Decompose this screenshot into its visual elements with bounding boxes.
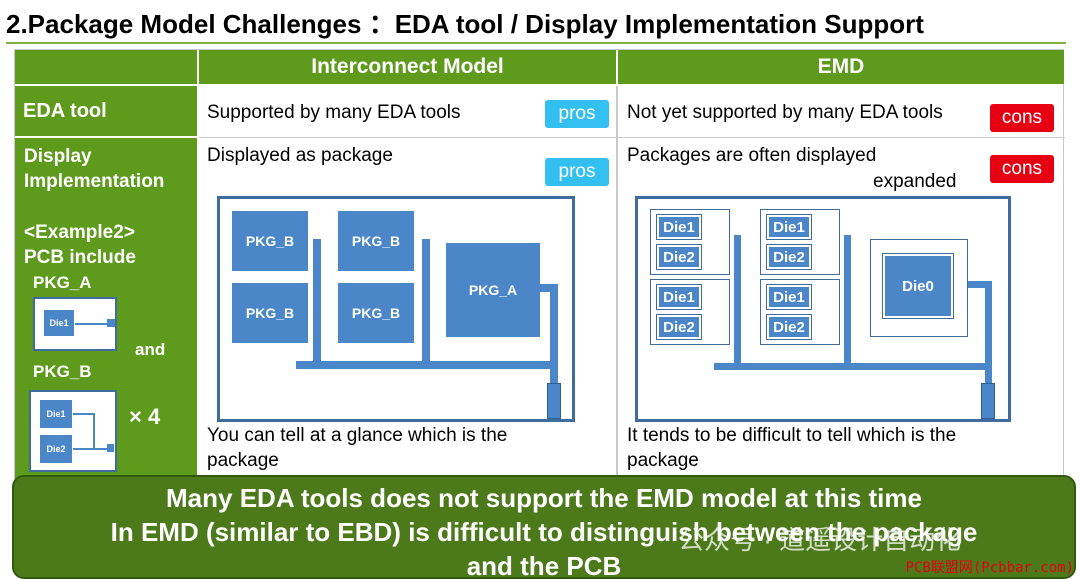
interconnect-pkga-trace <box>525 284 558 292</box>
display-emd-text-line2: expanded <box>873 171 957 192</box>
example-pkg-a-die: Die1 <box>43 309 75 337</box>
emd-die2: Die2 <box>656 314 702 340</box>
emd-die2: Die2 <box>656 244 702 270</box>
example-pkg-b-trace2 <box>73 448 109 450</box>
example-pkg-b-trace3 <box>93 413 95 450</box>
row-label-eda-tool: EDA tool <box>15 86 197 136</box>
example-pkg-b-diagram: Die1 Die2 <box>29 390 117 472</box>
summary-line3: and the PCB <box>466 551 622 579</box>
example-subheading: PCB include <box>24 247 136 268</box>
eda-interconnect-text: Supported by many EDA tools <box>207 102 461 123</box>
row-label-display-line2: Implementation <box>24 171 165 192</box>
emd-bus-vertical-2 <box>844 235 851 365</box>
emd-bus-horizontal <box>714 363 992 370</box>
interconnect-pkg-b-3: PKG_B <box>338 211 414 271</box>
example-pkg-b-label: PKG_B <box>33 362 92 381</box>
emd-pkg-frame-1: Die1 Die2 <box>650 209 730 275</box>
interconnect-diagram: PKG_B PKG_B PKG_B PKG_B PKG_A <box>217 196 575 422</box>
example-pkg-a-label: PKG_A <box>33 273 92 292</box>
summary-banner: Many EDA tools does not support the EMD … <box>12 475 1076 579</box>
emd-die2: Die2 <box>766 244 812 270</box>
header-corner <box>15 50 197 84</box>
interconnect-bus-vertical-1 <box>313 239 321 361</box>
example-pkg-a-diagram: Die1 <box>33 297 117 351</box>
interconnect-bus-vertical-2 <box>422 239 430 361</box>
row-label-display-line1: Display <box>24 146 92 167</box>
emd-die0-trace-down <box>985 281 992 383</box>
emd-die0-trace <box>948 281 992 288</box>
display-emd-caption-line2: package <box>627 450 699 471</box>
eda-emd-cons-badge: cons <box>990 104 1054 132</box>
emd-pkg-frame-2: Die1 Die2 <box>650 279 730 345</box>
display-interconnect-pros-badge: pros <box>545 158 609 186</box>
emd-bus-vertical-1 <box>734 235 741 365</box>
display-interconnect-caption-line2: package <box>207 450 279 471</box>
display-interconnect-text: Displayed as package <box>207 145 393 166</box>
emd-diagram: Die1 Die2 Die1 Die2 Die1 Die2 Die1 Die2 … <box>635 196 1011 422</box>
interconnect-connector <box>547 383 561 419</box>
example-pkg-a-connector <box>107 319 115 327</box>
watermark-text: 公众号 · 道遥设计自动化 <box>678 525 962 555</box>
example-pkg-b-connector <box>107 444 114 452</box>
emd-die1: Die1 <box>766 214 812 240</box>
watermark-site: PCB联盟网(Pcbbar.com) <box>905 560 1074 576</box>
emd-connector <box>981 383 995 419</box>
emd-die0: Die0 <box>882 253 954 319</box>
interconnect-pkg-a: PKG_A <box>446 243 540 337</box>
eda-emd-text: Not yet supported by many EDA tools <box>627 102 943 123</box>
example-pkg-b-trace1 <box>73 413 93 415</box>
title-rule <box>6 42 1066 44</box>
emd-die2: Die2 <box>766 314 812 340</box>
summary-line2: In EMD (similar to EBD) is difficult to … <box>110 517 978 547</box>
display-emd-cons-badge: cons <box>990 155 1054 183</box>
example-times-four: × 4 <box>129 404 161 429</box>
interconnect-pkg-b-1: PKG_B <box>232 211 308 271</box>
summary-line1: Many EDA tools does not support the EMD … <box>166 483 922 513</box>
emd-pkg-frame-3: Die1 Die2 <box>760 209 840 275</box>
eda-interconnect-pros-badge: pros <box>545 100 609 128</box>
interconnect-pkg-b-2: PKG_B <box>232 283 308 343</box>
row-divider <box>199 137 1065 138</box>
comparison-table: Interconnect Model EMD EDA tool Supporte… <box>14 49 1065 490</box>
example-heading: <Example2> <box>24 222 135 243</box>
example-and: and <box>135 340 166 359</box>
slide-title: 2.Package Model Challenges ：EDA tool / D… <box>6 9 924 39</box>
emd-pkg-frame-4: Die1 Die2 <box>760 279 840 345</box>
header-emd: EMD <box>618 50 1064 84</box>
header-interconnect-model: Interconnect Model <box>199 50 616 84</box>
display-emd-text-line1: Packages are often displayed <box>627 145 877 166</box>
example-pkg-b-die1: Die1 <box>39 399 73 429</box>
example-pkg-b-die2: Die2 <box>39 434 73 464</box>
example-pkg-a-trace <box>75 323 109 325</box>
emd-pkg-a-frame: Die0 <box>870 239 968 337</box>
interconnect-pkga-trace-down <box>550 284 558 384</box>
emd-die1: Die1 <box>656 284 702 310</box>
emd-die1: Die1 <box>656 214 702 240</box>
interconnect-pkg-b-4: PKG_B <box>338 283 414 343</box>
display-emd-caption-line1: It tends to be difficult to tell which i… <box>627 425 957 446</box>
column-divider <box>616 86 618 490</box>
interconnect-bus-horizontal <box>296 361 558 369</box>
emd-die1: Die1 <box>766 284 812 310</box>
display-interconnect-caption-line1: You can tell at a glance which is the <box>207 425 508 446</box>
